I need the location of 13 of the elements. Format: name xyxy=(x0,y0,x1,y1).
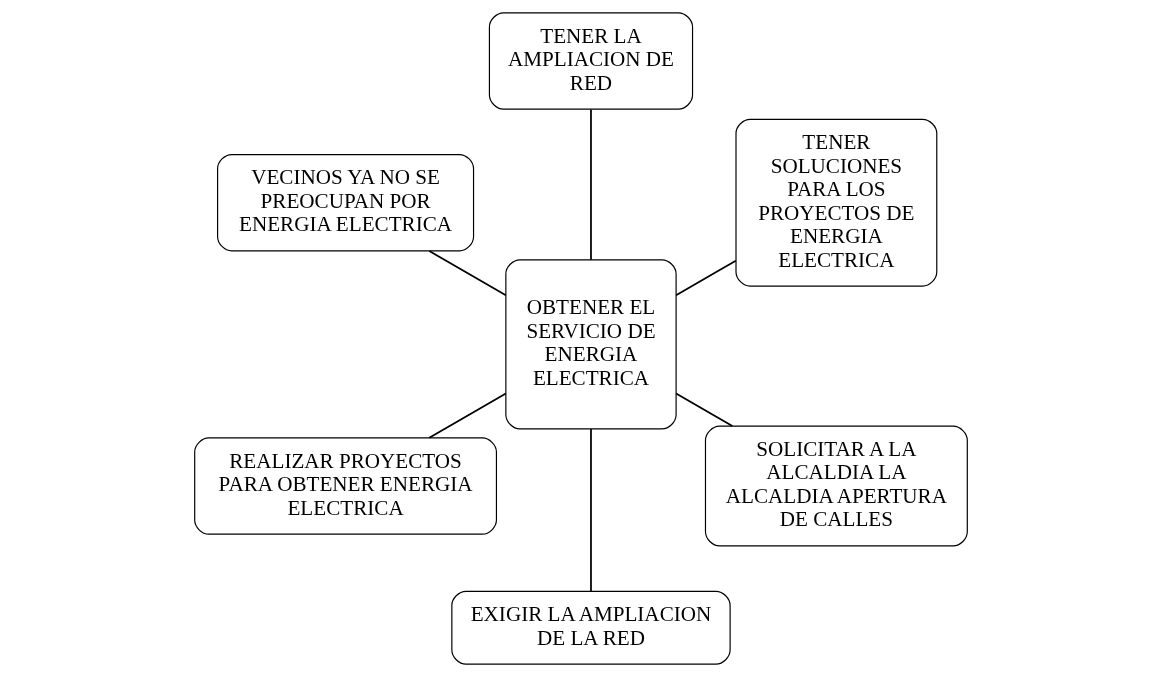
connector xyxy=(590,108,592,261)
node-box: REALIZAR PROYECTOS PARA OBTENER ENERGIA ELECTRICA xyxy=(194,437,498,535)
connector xyxy=(675,259,737,297)
node-box: TENER SOLUCIONES PARA LOS PROYECTOS DE ENERGIA ELECTRICA xyxy=(735,118,938,287)
node-box: TENER LA AMPLIACION DE RED xyxy=(488,12,694,110)
node-box: OBTENER EL SERVICIO DE ENERGIA ELECTRICA xyxy=(505,259,677,430)
connector xyxy=(590,428,592,592)
connector xyxy=(428,250,507,297)
node-box: SOLICITAR A LA ALCALDIA LA ALCALDIA APERTURA DE CALLES xyxy=(704,425,968,547)
node-box: VECINOS YA NO SE PREOCUPAN POR ENERGIA ELECTRICA xyxy=(217,153,475,252)
node-box: EXIGIR LA AMPLIACION DE LA RED xyxy=(451,590,731,665)
connector xyxy=(428,392,507,439)
connector xyxy=(675,392,734,427)
